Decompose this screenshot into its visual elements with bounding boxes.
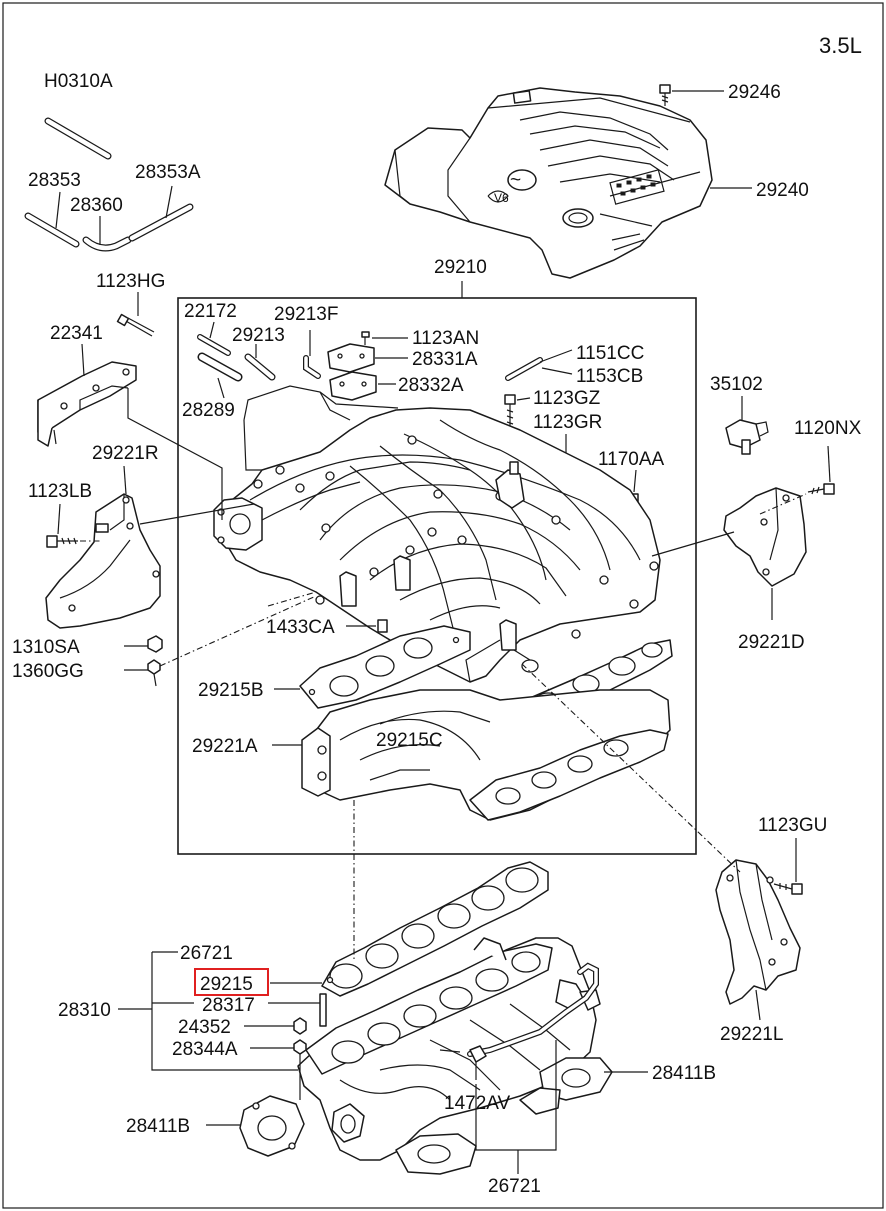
bolt-1123gu[interactable]: [773, 883, 803, 895]
bracket-22341[interactable]: [37, 361, 137, 447]
label-35102[interactable]: 35102: [710, 374, 763, 395]
label-29213[interactable]: 29213: [232, 325, 285, 346]
label-1170aa[interactable]: 1170AA: [598, 449, 665, 470]
intake-manifold-lower-29221a[interactable]: [301, 689, 671, 821]
pipe-28289[interactable]: [197, 352, 243, 382]
label-28353[interactable]: 28353: [28, 170, 81, 191]
bracket-29221r[interactable]: [45, 493, 161, 629]
sensor-35102[interactable]: [725, 419, 769, 455]
gasket-29215b[interactable]: [299, 625, 471, 709]
stud-1433ca[interactable]: [377, 619, 388, 633]
bolt-1120nx[interactable]: [807, 483, 835, 495]
label-22341[interactable]: 22341: [50, 323, 103, 344]
intake-manifold-upper[interactable]: [213, 385, 661, 683]
label-1360gg[interactable]: 1360GG: [12, 661, 84, 682]
elbow-29213f[interactable]: [303, 355, 321, 379]
nut-24352[interactable]: [293, 1017, 307, 1035]
gasket-28332a[interactable]: [329, 371, 377, 401]
hose-28353[interactable]: [24, 212, 80, 248]
intake-manifold-28310[interactable]: [239, 937, 613, 1175]
label-29221l[interactable]: 29221L: [720, 1024, 783, 1045]
label-1433ca[interactable]: 1433CA: [266, 617, 335, 638]
label-29240[interactable]: 29240: [756, 180, 809, 201]
label-1123gu[interactable]: 1123GU: [758, 815, 827, 836]
label-1123gz[interactable]: 1123GZ: [533, 388, 601, 409]
label-1123gr[interactable]: 1123GR: [533, 412, 602, 433]
bolt-29246[interactable]: [659, 84, 671, 106]
bracket-29221l[interactable]: [715, 859, 801, 1005]
highlight-box-29215: [194, 968, 269, 996]
screw-1123an[interactable]: [361, 331, 370, 345]
bracket-29221d[interactable]: [723, 487, 807, 587]
label-1151cc[interactable]: 1151CC: [576, 343, 644, 364]
label-29221d[interactable]: 29221D: [738, 632, 805, 653]
engine-displacement-label: 3.5L: [819, 33, 862, 58]
label-28353a[interactable]: 28353A: [135, 162, 201, 183]
label-28331a[interactable]: 28331A: [412, 349, 478, 370]
label-29215b[interactable]: 29215B: [198, 680, 264, 701]
bolt-1123lb[interactable]: [46, 535, 78, 548]
label-28411b-right[interactable]: 28411B: [652, 1063, 716, 1084]
label-26721-bottom[interactable]: 26721: [488, 1176, 541, 1197]
stud-22172[interactable]: [197, 334, 231, 356]
label-1153cb[interactable]: 1153CB: [576, 366, 643, 387]
label-29221r[interactable]: 29221R: [92, 443, 159, 464]
label-29215c[interactable]: 29215C: [376, 730, 443, 751]
washer-28344a[interactable]: [293, 1039, 307, 1100]
sensor-1472av[interactable]: [439, 1045, 487, 1080]
pipe-29213[interactable]: [244, 353, 276, 381]
label-24352[interactable]: 24352: [178, 1017, 231, 1038]
label-28332a[interactable]: 28332A: [398, 375, 464, 396]
nut-1310sa[interactable]: [147, 635, 163, 653]
cover-plate-28331a[interactable]: [327, 343, 375, 373]
label-28360[interactable]: 28360: [70, 195, 123, 216]
gasket-29215[interactable]: [321, 861, 549, 997]
label-1123hg[interactable]: 1123HG: [96, 271, 165, 292]
engine-cover[interactable]: ~ V6: [384, 87, 713, 279]
label-29215[interactable]: 29215: [200, 974, 253, 995]
label-29213f[interactable]: 29213F: [274, 304, 338, 325]
label-1123lb[interactable]: 1123LB: [28, 481, 92, 502]
label-28411b-left[interactable]: 28411B: [126, 1116, 190, 1137]
label-22172[interactable]: 22172: [184, 301, 237, 322]
svg-text:~: ~: [510, 170, 521, 191]
washer-1360gg[interactable]: [147, 659, 161, 687]
label-1120nx[interactable]: 1120NX: [794, 418, 862, 439]
label-1472av[interactable]: 1472AV: [444, 1093, 511, 1114]
stud-1151cc[interactable]: [505, 357, 543, 381]
bolt-1123hg[interactable]: [116, 313, 155, 337]
label-29221a[interactable]: 29221A: [192, 736, 258, 757]
hose-h0310a[interactable]: [44, 117, 112, 160]
label-29210[interactable]: 29210: [434, 257, 487, 278]
hose-28353a[interactable]: [128, 203, 194, 242]
label-1123an[interactable]: 1123AN: [412, 328, 479, 349]
hose-28360[interactable]: [82, 236, 132, 252]
label-26721-top[interactable]: 26721: [180, 943, 233, 964]
label-28310[interactable]: 28310: [58, 1000, 111, 1021]
label-28317[interactable]: 28317: [202, 995, 255, 1016]
label-1310sa[interactable]: 1310SA: [12, 637, 80, 658]
stud-28317[interactable]: [319, 993, 327, 1027]
label-28344a[interactable]: 28344A: [172, 1039, 238, 1060]
svg-text:V6: V6: [494, 191, 509, 205]
label-29246[interactable]: 29246: [728, 82, 781, 103]
label-h0310a[interactable]: H0310A: [44, 71, 113, 92]
label-28289[interactable]: 28289: [182, 400, 235, 421]
